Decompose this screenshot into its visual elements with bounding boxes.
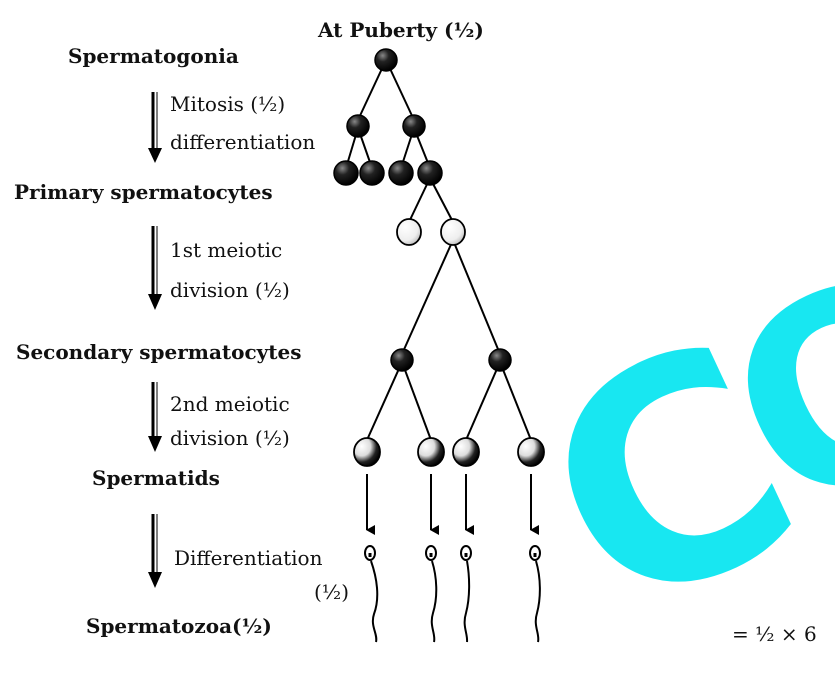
spermatid-cell bbox=[418, 438, 444, 466]
mitosis-label: Mitosis (½) bbox=[170, 92, 285, 116]
secondary-spermatocyte-cell bbox=[489, 349, 511, 371]
primary-spermatocyte-cell bbox=[397, 219, 421, 245]
stage-arrow-mitosis bbox=[148, 92, 162, 163]
spermatogonium-cell bbox=[360, 161, 384, 185]
spermatogonium-cell bbox=[375, 49, 397, 71]
spermatozoa-label: Spermatozoa(½) bbox=[86, 614, 272, 638]
meiosis-1-division-label: division (½) bbox=[170, 278, 290, 302]
spermatid-cell bbox=[354, 438, 380, 466]
primary-spermatocyte-cell bbox=[441, 219, 465, 245]
spermatid-cell bbox=[518, 438, 544, 466]
spermatozoon bbox=[426, 546, 436, 642]
spermatozoon bbox=[365, 546, 377, 642]
differentiation-label: differentiation bbox=[170, 130, 315, 154]
differentiation-2-label: Differentiation bbox=[174, 546, 322, 570]
spermatid-cell bbox=[453, 438, 479, 466]
stage-arrow-meiosis-2 bbox=[148, 382, 162, 452]
meiosis-2-division-label: division (½) bbox=[170, 426, 290, 450]
at-puberty-label: At Puberty (½) bbox=[318, 18, 484, 42]
total-marks-label: = ½ × 6 bbox=[732, 622, 817, 646]
secondary-spermatocyte-cell bbox=[391, 349, 413, 371]
half-mark-label: (½) bbox=[314, 580, 349, 604]
mitotic-cell bbox=[403, 115, 425, 137]
differentiation-arrows bbox=[367, 474, 531, 530]
spermatogonium-cell bbox=[334, 161, 358, 185]
spermatogenesis-diagram: C O bbox=[0, 0, 835, 650]
tree-lines bbox=[346, 60, 531, 440]
spermatogonium-cell bbox=[418, 161, 442, 185]
spermatozoon bbox=[461, 546, 471, 642]
spermatozoon bbox=[530, 546, 540, 642]
meiosis-1-label: 1st meiotic bbox=[170, 238, 282, 262]
spermatids-label: Spermatids bbox=[92, 466, 220, 490]
stage-arrow-differentiation bbox=[148, 514, 162, 588]
spermatogonium-cell bbox=[389, 161, 413, 185]
meiosis-2-label: 2nd meiotic bbox=[170, 392, 290, 416]
spermatogonia-label: Spermatogonia bbox=[68, 44, 239, 68]
primary-spermatocytes-label: Primary spermatocytes bbox=[14, 180, 273, 204]
cell-division-tree bbox=[0, 0, 835, 650]
secondary-spermatocytes-label: Secondary spermatocytes bbox=[16, 340, 302, 364]
stage-arrow-meiosis-1 bbox=[148, 226, 162, 310]
mitotic-cell bbox=[347, 115, 369, 137]
